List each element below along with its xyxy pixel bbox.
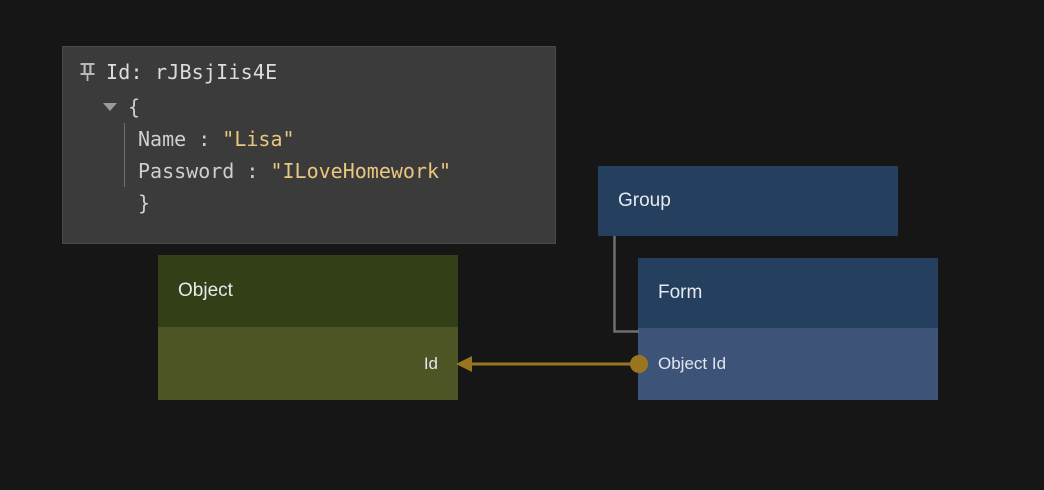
record-id-label: Id: rJBsjIis4E xyxy=(106,60,278,84)
entity-table-form[interactable]: Form Object Id xyxy=(638,258,938,400)
entity-field-label: Id xyxy=(423,353,438,373)
json-property-row: Password : "ILoveHomework" xyxy=(103,155,555,187)
json-close-brace: } xyxy=(138,191,151,215)
entity-field-label: Object Id xyxy=(658,354,727,373)
json-key: Name xyxy=(138,127,187,151)
entity-header-group[interactable]: Group xyxy=(598,166,898,236)
entity-table-group[interactable]: Group xyxy=(598,166,898,236)
entity-title: Group xyxy=(618,190,671,211)
json-property-row: Name : "Lisa" xyxy=(103,123,555,155)
object-reference-arrow xyxy=(456,355,648,373)
json-value: "Lisa" xyxy=(222,127,295,151)
json-open-brace-row: { xyxy=(103,91,555,123)
json-value: "ILoveHomework" xyxy=(270,159,452,183)
json-tree: { Name : "Lisa" Password : "ILoveHomewor… xyxy=(63,91,555,219)
entity-header-object[interactable]: Object xyxy=(158,255,458,327)
tree-guide-line xyxy=(124,123,125,187)
record-inspector-panel: Id: rJBsjIis4E { Name : "Lisa" Password … xyxy=(62,46,556,244)
pin-icon[interactable] xyxy=(79,62,96,82)
entity-field-row[interactable]: Object Id xyxy=(638,328,938,400)
json-separator: : xyxy=(186,127,223,151)
group-to-form-connector xyxy=(613,236,639,333)
entity-title: Form xyxy=(658,282,703,303)
entity-field-row[interactable]: Id xyxy=(158,327,458,400)
json-separator: : xyxy=(234,159,271,183)
json-key: Password xyxy=(138,159,235,183)
chevron-down-icon[interactable] xyxy=(103,103,117,111)
entity-title: Object xyxy=(178,280,233,301)
json-close-brace-row: } xyxy=(103,187,555,219)
json-open-brace: { xyxy=(128,95,141,119)
entity-header-form[interactable]: Form xyxy=(638,258,938,328)
inspector-header: Id: rJBsjIis4E xyxy=(63,57,555,87)
entity-table-object[interactable]: Object Id xyxy=(158,255,458,400)
